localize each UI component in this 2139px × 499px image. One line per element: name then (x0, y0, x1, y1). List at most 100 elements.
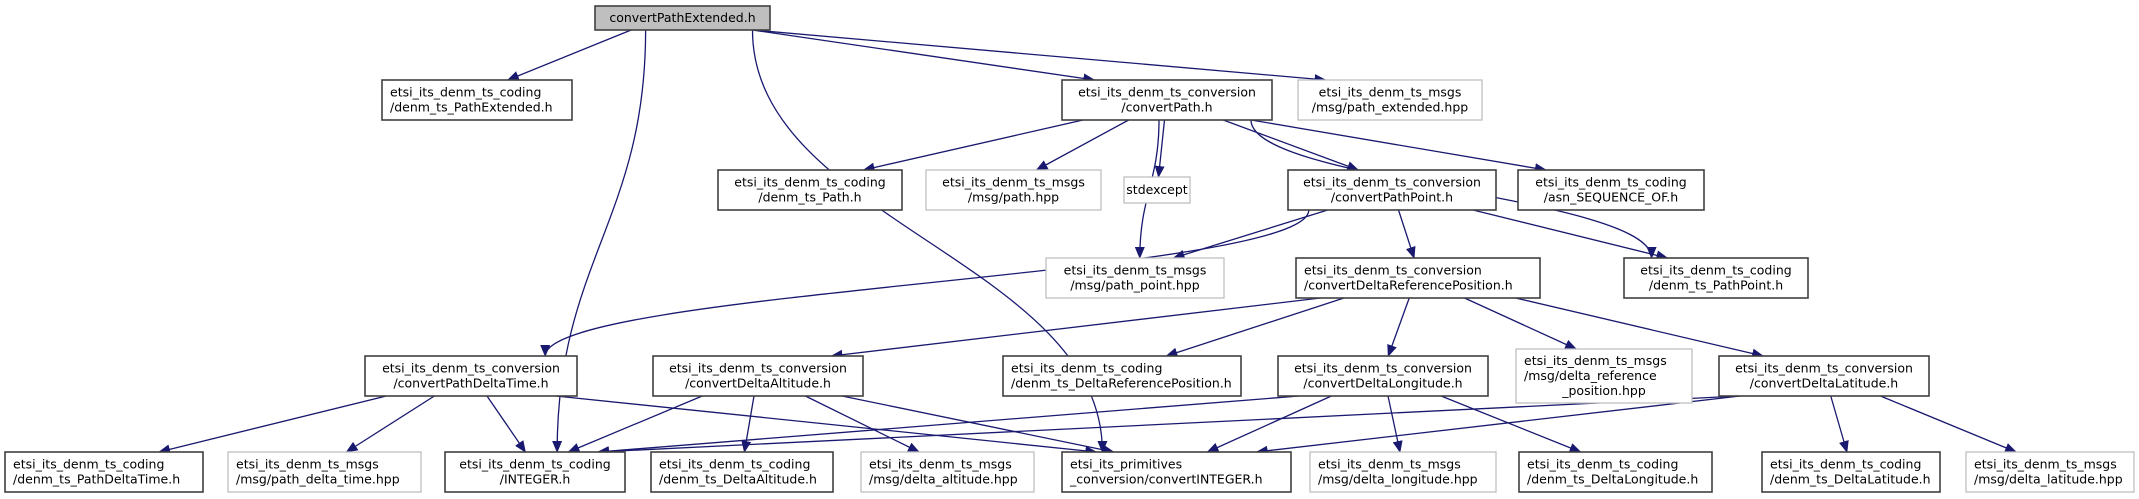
node-asn-seq-of[interactable]: etsi_its_denm_ts_coding/asn_SEQUENCE_OF.… (1517, 169, 1705, 211)
edge-line (1397, 209, 1416, 259)
node-box (1277, 355, 1489, 397)
node-delta-longitude-msg: etsi_its_denm_ts_msgs/msg/delta_longitud… (1309, 451, 1497, 493)
node-convert-delta-altitude[interactable]: etsi_its_denm_ts_conversion/convertDelta… (652, 355, 864, 397)
edge-convert-path-delta-time-to-path-delta-time-msg (345, 395, 435, 453)
node-convert-delta-ref-pos[interactable]: etsi_its_denm_ts_conversion/convertDelta… (1295, 257, 1541, 299)
node-box (1123, 176, 1191, 204)
node-label: /denm_ts_PathExtended.h (390, 100, 553, 115)
node-root[interactable]: convertPathExtended.h (594, 5, 771, 31)
edge-line (1387, 297, 1410, 357)
edge-line (1165, 297, 1345, 358)
node-delta-altitude-coding[interactable]: etsi_its_denm_ts_coding/denm_ts_DeltaAlt… (650, 451, 834, 493)
node-label: /convertDeltaAltitude.h (685, 376, 831, 391)
node-convert-delta-latitude[interactable]: etsi_its_denm_ts_conversion/convertDelta… (1718, 355, 1930, 397)
nodes-layer: convertPathExtended.h etsi_its_denm_ts_co… (4, 5, 2135, 493)
node-delta-latitude-coding[interactable]: etsi_its_denm_ts_coding/denm_ts_DeltaLat… (1761, 451, 1941, 493)
node-box (1002, 355, 1242, 397)
node-box (1309, 451, 1497, 493)
node-box (381, 79, 573, 121)
node-label: etsi_its_denm_ts_msgs (236, 457, 379, 472)
edge-line (1154, 119, 1166, 178)
node-label: etsi_its_denm_ts_coding (390, 85, 541, 100)
edge-line (1172, 209, 1328, 260)
node-label: etsi_its_denm_ts_coding (459, 457, 610, 472)
edge-line (1035, 119, 1129, 171)
node-box (860, 451, 1035, 493)
node-label: etsi_its_denm_ts_conversion (1303, 175, 1481, 190)
edge-convert-path-delta-time-to-convert-integer (555, 395, 1098, 456)
node-label: etsi_its_denm_ts_msgs (1974, 457, 2117, 472)
node-label: etsi_its_denm_ts_coding (1011, 361, 1162, 376)
node-box (1515, 348, 1693, 404)
edge-line (1830, 395, 1849, 453)
node-label: /convertDeltaLongitude.h (1303, 376, 1462, 391)
node-label: convertPathExtended.h (609, 10, 755, 25)
edge-convert-delta-longitude-to-delta-longitude-msg (1387, 395, 1403, 453)
edge-convert-delta-ref-pos-to-convert-delta-longitude (1387, 297, 1410, 357)
node-label: etsi_its_denm_ts_coding (1640, 263, 1791, 278)
node-stdexcept: stdexcept (1123, 176, 1191, 204)
node-path-coding[interactable]: etsi_its_denm_ts_coding/denm_ts_Path.h (717, 169, 903, 211)
edge-convert-delta-latitude-to-convert-integer (1255, 395, 1741, 456)
edge-line (1223, 119, 1360, 171)
edge-convert-delta-longitude-to-convert-integer (1206, 395, 1332, 453)
node-path-delta-time-coding[interactable]: etsi_its_denm_ts_coding/denm_ts_PathDelt… (4, 451, 204, 493)
edge-root-to-convert-path (752, 29, 1096, 84)
node-label: etsi_its_denm_ts_msgs (942, 175, 1085, 190)
edge-line (597, 395, 1300, 457)
edge-line (752, 29, 1327, 85)
node-label: /msg/delta_reference (1524, 368, 1657, 383)
edge-line (1387, 395, 1403, 453)
edge-convert-delta-latitude-to-integer-coding (597, 395, 1741, 457)
node-label: /denm_ts_Path.h (758, 190, 861, 205)
node-convert-delta-longitude[interactable]: etsi_its_denm_ts_conversion/convertDelta… (1277, 355, 1489, 397)
edge-convert-path-point-to-convert-delta-ref-pos (1397, 209, 1416, 259)
node-label: etsi_its_denm_ts_coding (1535, 175, 1686, 190)
node-delta-ref-pos-coding[interactable]: etsi_its_denm_ts_coding/denm_ts_DeltaRef… (1002, 355, 1242, 397)
node-label: /msg/delta_altitude.hpp (869, 472, 1018, 487)
node-delta-latitude-msg: etsi_its_denm_ts_msgs/msg/delta_latitude… (1965, 451, 2135, 493)
node-label: /msg/delta_latitude.hpp (1974, 472, 2123, 487)
edge-convert-delta-ref-pos-to-delta-ref-pos-msg (1464, 297, 1578, 350)
edge-convert-path-to-path-coding (862, 119, 1084, 173)
node-convert-path-point[interactable]: etsi_its_denm_ts_conversion/convertPathP… (1287, 169, 1497, 211)
node-box (594, 5, 771, 31)
node-box (1045, 257, 1225, 299)
node-path-msg: etsi_its_denm_ts_msgs/msg/path.hpp (925, 169, 1102, 211)
node-label: etsi_its_denm_ts_conversion (669, 361, 847, 376)
node-box (1061, 79, 1273, 121)
edge-line (805, 395, 920, 453)
edge-line (345, 395, 435, 453)
edge-convert-path-delta-time-to-integer-coding (486, 395, 526, 453)
node-convert-integer[interactable]: etsi_its_primitives_conversion/convertIN… (1061, 451, 1292, 493)
node-box (925, 169, 1102, 211)
node-delta-altitude-msg: etsi_its_denm_ts_msgs/msg/delta_altitude… (860, 451, 1035, 493)
node-convert-path[interactable]: etsi_its_denm_ts_conversion/convertPath.… (1061, 79, 1273, 121)
node-integer-coding[interactable]: etsi_its_denm_ts_coding/INTEGER.h (444, 451, 626, 493)
node-path-point-coding[interactable]: etsi_its_denm_ts_coding/denm_ts_PathPoin… (1623, 257, 1809, 299)
edge-root-to-path-extended-msg (752, 29, 1327, 85)
node-delta-longitude-coding[interactable]: etsi_its_denm_ts_coding/denm_ts_DeltaLon… (1518, 451, 1713, 493)
node-box (1297, 79, 1483, 121)
node-label: _conversion/convertINTEGER.h (1069, 472, 1263, 487)
edge-convert-delta-ref-pos-to-convert-delta-altitude (830, 297, 1321, 360)
edge-line (486, 395, 526, 453)
node-path-extended-msg: etsi_its_denm_ts_msgs/msg/path_extended.… (1297, 79, 1483, 121)
node-label: /denm_ts_PathPoint.h (1649, 278, 1783, 293)
node-box (444, 451, 626, 493)
node-box (650, 451, 834, 493)
node-label: /msg/path.hpp (968, 190, 1059, 205)
edge-convert-delta-longitude-to-integer-coding (597, 395, 1300, 457)
node-box (227, 451, 422, 493)
node-box (1965, 451, 2135, 493)
node-convert-path-delta-time[interactable]: etsi_its_denm_ts_conversion/convertPathD… (364, 355, 578, 397)
node-path-delta-time-msg: etsi_its_denm_ts_msgs/msg/path_delta_tim… (227, 451, 422, 493)
node-path-extended-coding[interactable]: etsi_its_denm_ts_coding/denm_ts_PathExte… (381, 79, 573, 121)
node-label: etsi_its_denm_ts_conversion (1304, 263, 1482, 278)
node-label: etsi_its_denm_ts_msgs (1319, 85, 1462, 100)
node-path-point-msg: etsi_its_denm_ts_msgs/msg/path_point.hpp (1045, 257, 1225, 299)
node-label: etsi_its_denm_ts_coding (1527, 457, 1678, 472)
node-delta-ref-pos-msg: etsi_its_denm_ts_msgs/msg/delta_referenc… (1515, 348, 1693, 404)
node-box (1623, 257, 1809, 299)
